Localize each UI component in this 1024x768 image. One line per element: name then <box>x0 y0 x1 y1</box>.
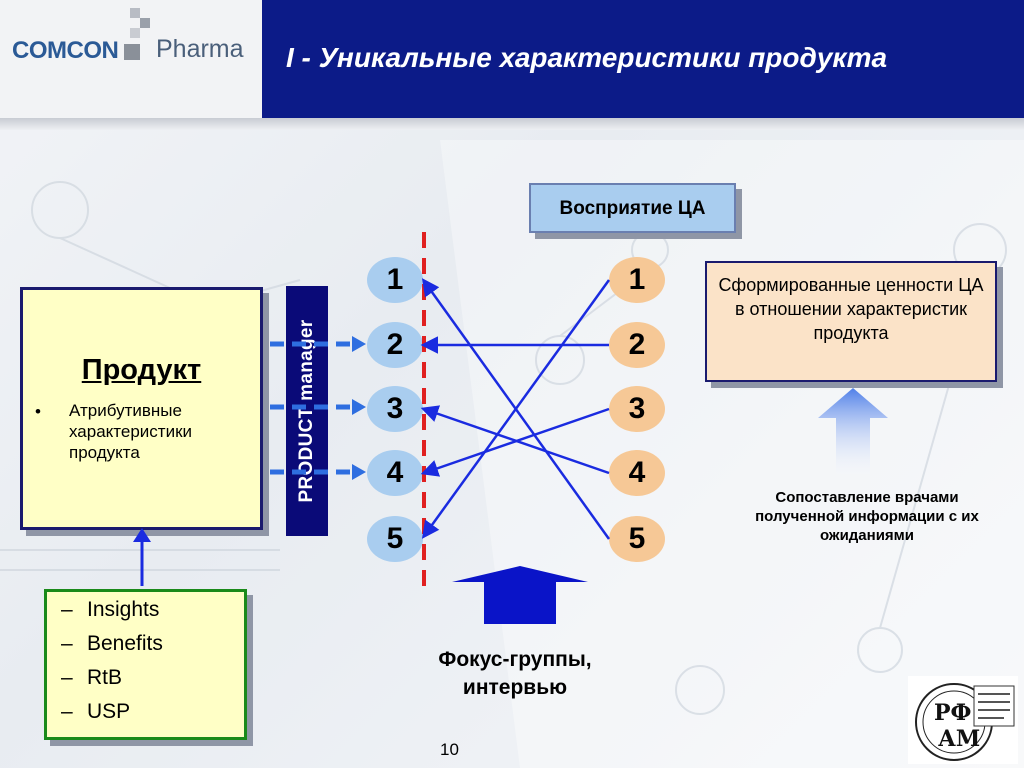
list-item: –RtB <box>61 666 122 690</box>
logo-division: Pharma <box>156 35 244 63</box>
svg-text:АМ: АМ <box>938 726 980 752</box>
left-circle-2: 2 <box>367 322 423 368</box>
list-dash: – <box>61 632 73 655</box>
perception-label: Восприятие ЦА <box>559 198 706 219</box>
svg-text:РФ: РФ <box>934 700 971 726</box>
list-dash: – <box>61 598 73 621</box>
page-title: I - Уникальные характеристики продукта <box>286 42 888 73</box>
logo-area: COMCON Pharma <box>0 0 262 118</box>
title-divider <box>0 118 1024 130</box>
right-circle-4: 4 <box>609 450 665 496</box>
right-circle-1: 1 <box>609 257 665 303</box>
list-item-label: RtB <box>87 666 123 689</box>
left-circle-5: 5 <box>367 516 423 562</box>
values-label: Сформированные ценности ЦА в отношении х… <box>718 275 984 343</box>
product-description: Атрибутивные характеристики продукта <box>69 401 193 462</box>
left-circle-3: 3 <box>367 386 423 432</box>
list-item-label: Benefits <box>87 632 163 655</box>
left-circle-1: 1 <box>367 257 423 303</box>
product-manager-label: PRODUCT manager <box>296 319 317 503</box>
list-item: –Benefits <box>61 632 163 656</box>
stamp-seal-icon: РФ АМ <box>915 683 1015 761</box>
list-item-label: USP <box>87 700 131 723</box>
left-circle-4: 4 <box>367 450 423 496</box>
product-title: Продукт <box>81 354 202 386</box>
list-item: –USP <box>61 700 130 724</box>
right-circle-5: 5 <box>609 516 665 562</box>
product-box: Продукт • Атрибутивные характеристики пр… <box>20 287 263 530</box>
product-bullet: • <box>35 402 41 421</box>
perception-box: Восприятие ЦА <box>529 183 736 233</box>
attributes-list-box: –Insights –Benefits –RtB –USP <box>44 589 247 740</box>
page-number: 10 <box>440 740 459 759</box>
focus-groups-text: Фокус-группы, интервью <box>438 648 592 699</box>
right-circle-3: 3 <box>609 386 665 432</box>
logo-squares-icon <box>124 8 150 60</box>
logo-company: COMCON <box>12 37 119 64</box>
list-item-label: Insights <box>87 598 160 621</box>
list-dash: – <box>61 700 73 723</box>
title-bar: I - Уникальные характеристики продукта <box>262 0 1024 118</box>
values-box: Сформированные ценности ЦА в отношении х… <box>705 261 997 382</box>
list-dash: – <box>61 666 73 689</box>
stamp-logo: РФ АМ <box>908 676 1018 764</box>
list-item: –Insights <box>61 598 159 622</box>
right-circle-2: 2 <box>609 322 665 368</box>
product-manager-bar: PRODUCT manager <box>286 286 328 536</box>
comparison-text: Сопоставление врачами полученной информа… <box>755 489 979 544</box>
